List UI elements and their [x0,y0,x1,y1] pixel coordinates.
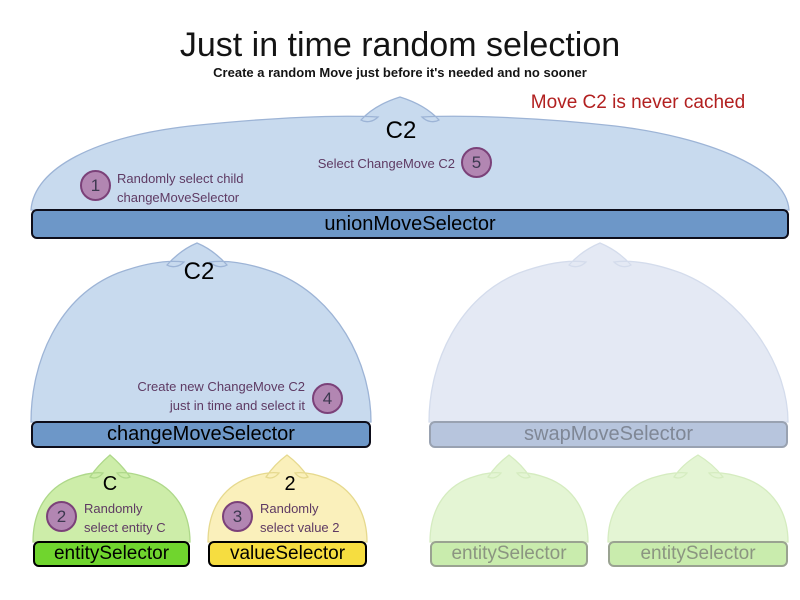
step-1-description: Randomly select child changeMoveSelector [117,171,244,205]
change-selector-arrow [30,242,372,423]
step-5-badge: 5 [461,147,492,178]
swap-move-selector-bar: swapMoveSelector [429,421,788,448]
step-5-description: Select ChangeMove C2 [317,156,455,171]
value-selector-bar: valueSelector [208,541,367,567]
value-output-label: 2 [284,473,296,495]
step-3-description: Randomly select value 2 [260,501,340,535]
step-2-description: Randomly select entity C [84,501,166,535]
step-3-badge: 3 [222,501,253,532]
union-selector-arrow [30,96,790,211]
never-cached-annotation: Move C2 is never cached [530,92,746,113]
swap-entity-selector-1-bar: entitySelector [430,541,588,567]
change-move-selector-bar: changeMoveSelector [31,421,371,448]
swap-selector-arrow [428,242,789,423]
swap-entity-selector-2-arrow [607,454,789,543]
step-4-badge: 4 [312,383,343,414]
step-1-badge: 1 [80,170,111,201]
entity-selector-bar: entitySelector [33,541,190,567]
union-output-label: C2 [385,117,417,144]
page-subtitle: Create a random Move just before it's ne… [213,65,587,80]
change-output-label: C2 [183,258,215,285]
union-move-selector-bar: unionMoveSelector [31,209,789,239]
entity-output-label: C [102,473,118,495]
step-4-description: Create new ChangeMove C2 just in time an… [137,379,305,413]
step-2-badge: 2 [46,501,77,532]
swap-entity-selector-1-arrow [429,454,589,543]
page-title: Just in time random selection [179,26,621,64]
swap-entity-selector-2-bar: entitySelector [608,541,788,567]
